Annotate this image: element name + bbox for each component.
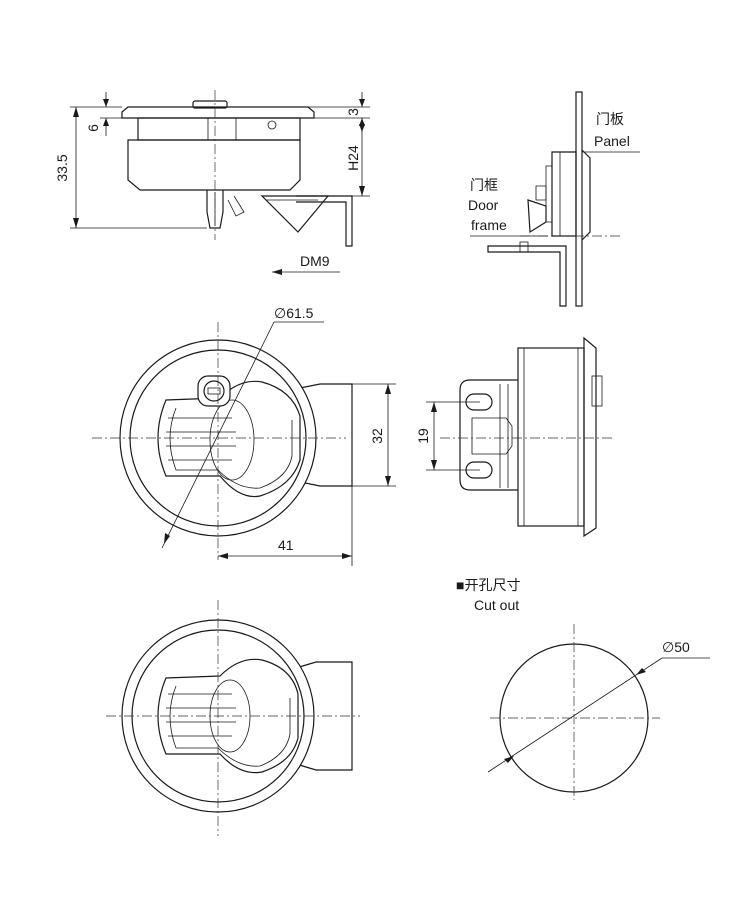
front-view-plain <box>106 600 360 836</box>
dim-body-width-32: 32 <box>369 428 385 444</box>
side-elevation-view: 33.5 6 3 H24 DM9 <box>54 90 370 275</box>
installed-section-view: 门板 Panel 门框 Door frame <box>468 91 640 307</box>
dim-screw-dm9: DM9 <box>300 253 330 269</box>
dim-flange-6: 6 <box>85 124 101 132</box>
label-cutout-en: Cut out <box>474 597 519 613</box>
label-cutout-cn: ■开孔尺寸 <box>456 577 520 593</box>
label-panel-en: Panel <box>594 133 630 149</box>
label-frame-en-1: Door <box>468 197 499 213</box>
dim-slot-pitch-19: 19 <box>415 428 431 444</box>
dim-flange-thk-3: 3 <box>345 108 361 116</box>
dim-handle-h24: H24 <box>345 145 361 171</box>
dim-height-33-5: 33.5 <box>54 154 70 181</box>
label-frame-cn: 门框 <box>470 177 498 193</box>
label-frame-en-2: frame <box>471 217 507 233</box>
label-panel-cn: 门板 <box>596 111 624 127</box>
rear-side-view: 19 <box>415 336 612 538</box>
dim-depth-41: 41 <box>278 537 294 553</box>
front-view-with-lock: ∅61.5 32 41 <box>92 305 396 566</box>
dim-cutout-dia: ∅50 <box>662 639 690 655</box>
cutout-view: ■开孔尺寸 Cut out ∅50 <box>456 577 710 800</box>
dim-outer-dia: ∅61.5 <box>274 305 314 321</box>
